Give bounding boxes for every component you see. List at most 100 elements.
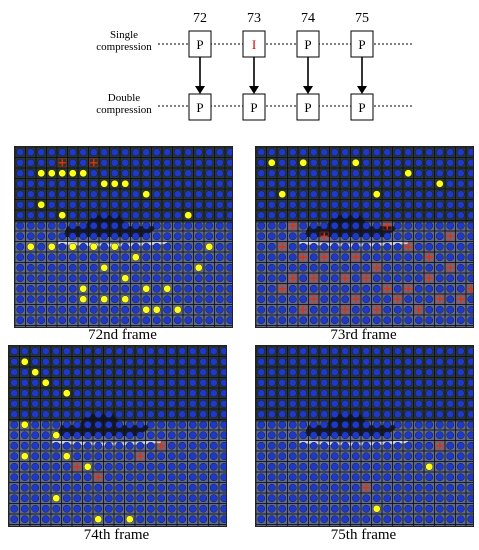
blue-circle xyxy=(351,148,360,157)
blue-circle xyxy=(414,169,423,178)
blue-circle xyxy=(62,462,71,471)
blue-circle xyxy=(226,263,232,272)
blue-circle xyxy=(267,221,276,230)
blue-circle xyxy=(125,494,134,503)
frame-74-caption: 74th frame xyxy=(83,527,150,543)
blue-circle xyxy=(425,357,434,366)
blue-circle xyxy=(446,431,455,440)
frame-number-75: 75 xyxy=(355,11,369,26)
blue-circle xyxy=(456,274,465,283)
blue-circle xyxy=(110,253,119,262)
blue-circle xyxy=(52,399,61,408)
blue-circle xyxy=(446,410,455,419)
red-cell-outline xyxy=(298,252,308,262)
red-cell-outline xyxy=(393,294,403,304)
blue-circle xyxy=(58,305,67,314)
grid-cell xyxy=(339,325,351,327)
blue-circle xyxy=(446,347,455,356)
blue-circle xyxy=(94,452,103,461)
blue-circle xyxy=(121,232,130,241)
blue-circle xyxy=(16,305,25,314)
blue-circle xyxy=(393,462,402,471)
blue-circle xyxy=(173,295,182,304)
blue-circle xyxy=(299,211,308,220)
blue-circle xyxy=(100,242,109,251)
blue-circle xyxy=(209,410,218,419)
blue-circle xyxy=(372,357,381,366)
yellow-circle xyxy=(121,274,130,283)
grid-cell xyxy=(329,524,341,526)
blue-circle xyxy=(278,158,287,167)
blue-circle xyxy=(320,169,329,178)
blue-circle xyxy=(257,347,266,356)
grid-cell xyxy=(350,325,362,327)
blue-circle xyxy=(199,368,208,377)
blue-circle xyxy=(383,368,392,377)
blue-circle xyxy=(467,305,473,314)
blue-circle xyxy=(205,169,214,178)
blue-circle xyxy=(278,232,287,241)
red-cell-outline xyxy=(351,294,361,304)
grid-cell xyxy=(360,524,372,526)
red-cell-outline xyxy=(93,472,103,482)
red-cell-outline xyxy=(277,242,287,252)
blue-circle xyxy=(58,316,67,325)
blue-circle xyxy=(446,420,455,429)
blue-circle xyxy=(467,179,473,188)
blue-circle xyxy=(404,494,413,503)
blue-circle xyxy=(257,232,266,241)
blue-circle xyxy=(299,515,308,524)
blue-circle xyxy=(79,221,88,230)
blue-circle xyxy=(372,347,381,356)
blue-circle xyxy=(73,410,82,419)
blue-circle xyxy=(100,190,109,199)
blue-circle xyxy=(383,232,392,241)
blue-circle xyxy=(288,357,297,366)
blue-circle xyxy=(446,179,455,188)
blue-circle xyxy=(351,441,360,450)
blue-circle xyxy=(414,462,423,471)
blue-circle xyxy=(288,232,297,241)
blue-circle xyxy=(125,483,134,492)
blue-circle xyxy=(341,473,350,482)
blue-circle xyxy=(320,378,329,387)
blue-circle xyxy=(100,274,109,283)
blue-circle xyxy=(58,274,67,283)
arrowhead-72 xyxy=(195,86,205,94)
blue-circle xyxy=(393,420,402,429)
blue-circle xyxy=(288,200,297,209)
blue-circle xyxy=(131,179,140,188)
blue-circle xyxy=(383,473,392,482)
blue-circle xyxy=(205,179,214,188)
blue-circle xyxy=(404,389,413,398)
blue-circle xyxy=(62,515,71,524)
red-cell-outline xyxy=(72,462,82,472)
blue-circle xyxy=(79,316,88,325)
blue-circle xyxy=(299,295,308,304)
blue-circle xyxy=(309,305,318,314)
blue-circle xyxy=(52,504,61,513)
blue-circle xyxy=(372,232,381,241)
yellow-circle xyxy=(152,305,161,314)
blue-circle xyxy=(125,462,134,471)
blue-circle xyxy=(393,399,402,408)
blue-circle xyxy=(372,378,381,387)
single-box-73-label: I xyxy=(252,37,256,52)
blue-circle xyxy=(52,357,61,366)
blue-circle xyxy=(89,232,98,241)
blue-circle xyxy=(414,200,423,209)
blue-circle xyxy=(184,242,193,251)
blue-circle xyxy=(136,462,145,471)
blue-circle xyxy=(288,504,297,513)
blue-circle xyxy=(446,368,455,377)
yellow-circle xyxy=(20,357,29,366)
blue-circle xyxy=(58,253,67,262)
blue-circle xyxy=(58,263,67,272)
blue-circle xyxy=(146,504,155,513)
blue-circle xyxy=(58,190,67,199)
blue-circle xyxy=(383,420,392,429)
blue-circle xyxy=(100,169,109,178)
blue-circle xyxy=(425,494,434,503)
blue-circle xyxy=(205,274,214,283)
blue-circle xyxy=(178,452,187,461)
